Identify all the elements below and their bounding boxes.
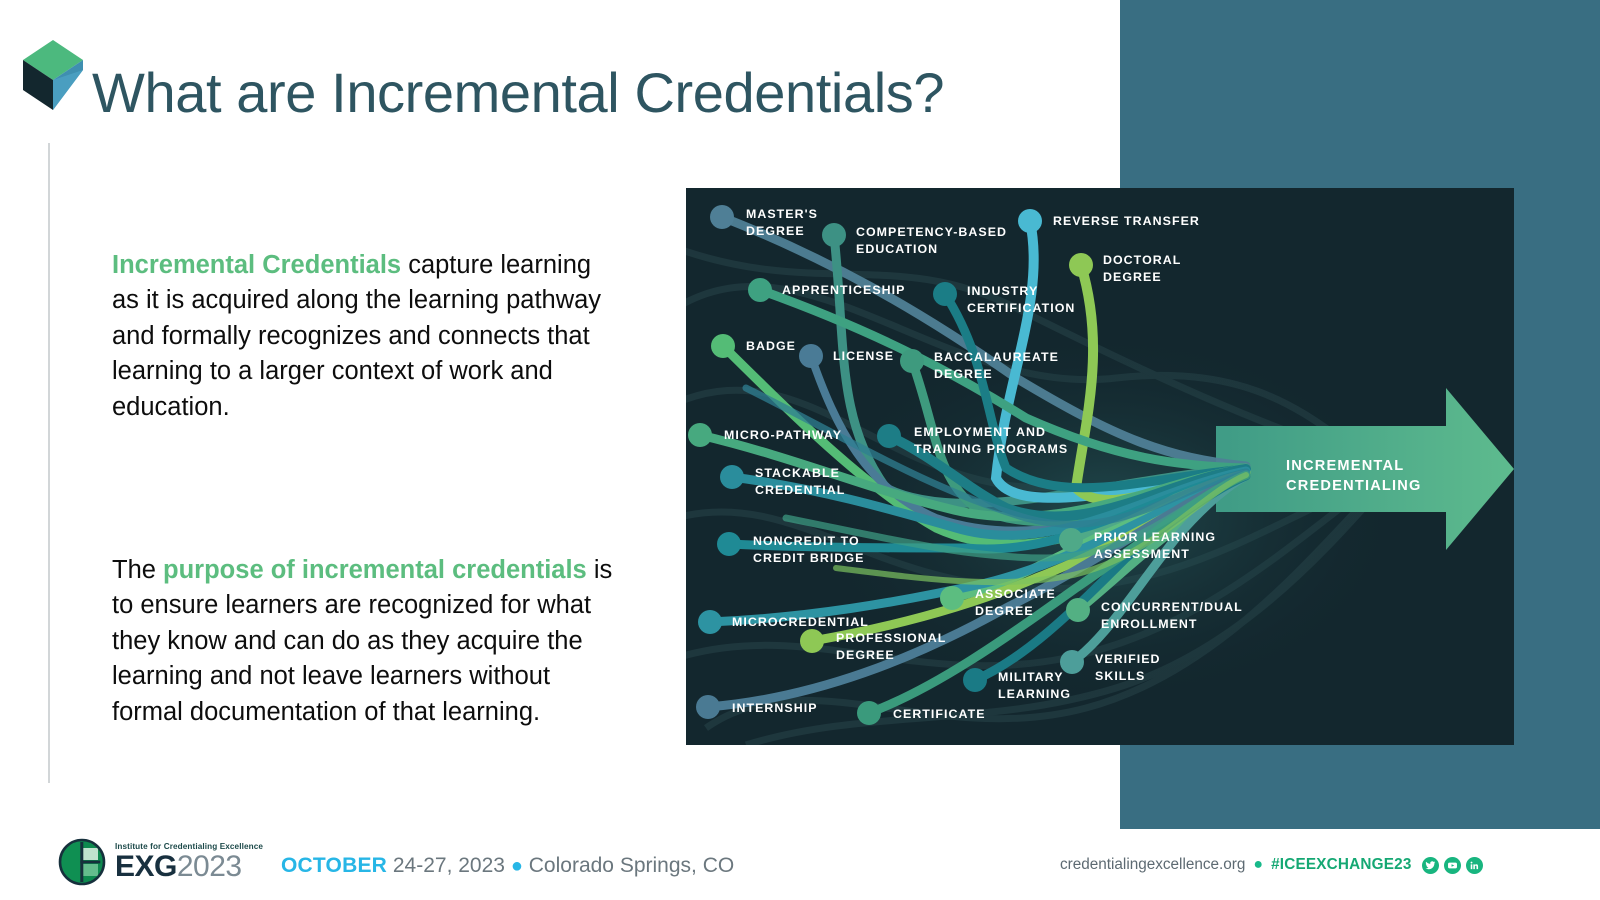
paragraph-two-highlight: purpose of incremental credentials xyxy=(163,555,587,584)
ice-logo: Institute for Credentialing Excellence E… xyxy=(58,838,263,886)
paragraph-one: Incremental Credentials capture learning… xyxy=(112,248,612,426)
paragraph-two: The purpose of incremental credentials i… xyxy=(112,553,622,731)
incremental-credentialing-diagram: INCREMENTAL CREDENTIALING MASTER'S DEGRE… xyxy=(686,188,1514,745)
diagram-node-dot xyxy=(696,695,720,719)
ice-tagline: Institute for Credentialing Excellence xyxy=(115,842,264,851)
paragraph-two-block: The purpose of incremental credentials i… xyxy=(112,527,622,756)
event-hashtag: #ICEEXCHANGE23 xyxy=(1271,856,1412,873)
diagram-node-dot xyxy=(1060,650,1084,674)
incremental-credentialing-arrow xyxy=(1216,388,1514,550)
diagram-node-dot xyxy=(711,334,735,358)
slide-footer: Institute for Credentialing Excellence E… xyxy=(0,826,1600,900)
diagram-node-dot xyxy=(710,205,734,229)
event-month: OCTOBER xyxy=(281,854,388,877)
footer-links: credentialingexcellence.org ● #ICEEXCHAN… xyxy=(1060,856,1483,874)
event-separator-dot: ● xyxy=(510,855,523,877)
credential-threads xyxy=(695,212,1251,718)
arrow-label: INCREMENTAL CREDENTIALING xyxy=(1286,458,1422,494)
diagram-node-dot xyxy=(800,629,824,653)
website-url[interactable]: credentialingexcellence.org xyxy=(1060,856,1246,873)
diagram-node-dot xyxy=(698,610,722,634)
brand-chevron-logo-icon xyxy=(22,38,84,112)
diagram-node-dot xyxy=(877,424,901,448)
twitter-icon[interactable] xyxy=(1421,856,1439,874)
youtube-icon[interactable] xyxy=(1443,856,1461,874)
linkedin-icon[interactable] xyxy=(1465,856,1483,874)
social-links xyxy=(1421,856,1483,874)
diagram-threads xyxy=(686,212,1514,745)
paragraph-one-rest: capture learning as it is acquired along… xyxy=(112,250,602,421)
diagram-node-dot xyxy=(933,282,957,306)
footer-separator-dot: ● xyxy=(1253,856,1264,873)
paragraph-two-rest: is to ensure learners are recognized for… xyxy=(112,555,613,726)
diagram-node-dot xyxy=(799,344,823,368)
paragraph-one-block: Incremental Credentials capture learning… xyxy=(112,222,612,451)
paragraph-one-highlight: Incremental Credentials xyxy=(112,250,402,279)
event-dates: 24-27, 2023 xyxy=(392,854,505,877)
diagram-node-dot xyxy=(940,586,964,610)
diagram-node-dot xyxy=(1059,528,1083,552)
diagram-node-dot xyxy=(963,668,987,692)
diagram-node-dot xyxy=(688,423,712,447)
diagram-node-dot xyxy=(1018,209,1042,233)
diagram-node-dot xyxy=(717,532,741,556)
paragraph-two-lead: The xyxy=(112,555,164,584)
ice-circle-mark-icon xyxy=(58,838,106,886)
ice-wordmark: EXG2023 xyxy=(115,852,263,882)
diagram-node-dot xyxy=(720,465,744,489)
diagram-node-dot xyxy=(1069,253,1093,277)
diagram-node-dot xyxy=(857,701,881,725)
left-accent-rule xyxy=(48,143,50,783)
event-location: Colorado Springs, CO xyxy=(528,854,735,877)
diagram-node-dot xyxy=(1066,598,1090,622)
ice-wordmark-exg: EXG xyxy=(115,850,177,883)
diagram-node-dot xyxy=(822,223,846,247)
diagram-node-dot xyxy=(748,278,772,302)
event-details: OCTOBER 24-27, 2023 ● Colorado Springs, … xyxy=(281,854,734,878)
page-title: What are Incremental Credentials? xyxy=(92,61,945,124)
diagram-node-dot xyxy=(900,349,924,373)
ice-wordmark-year: 2023 xyxy=(176,850,242,883)
